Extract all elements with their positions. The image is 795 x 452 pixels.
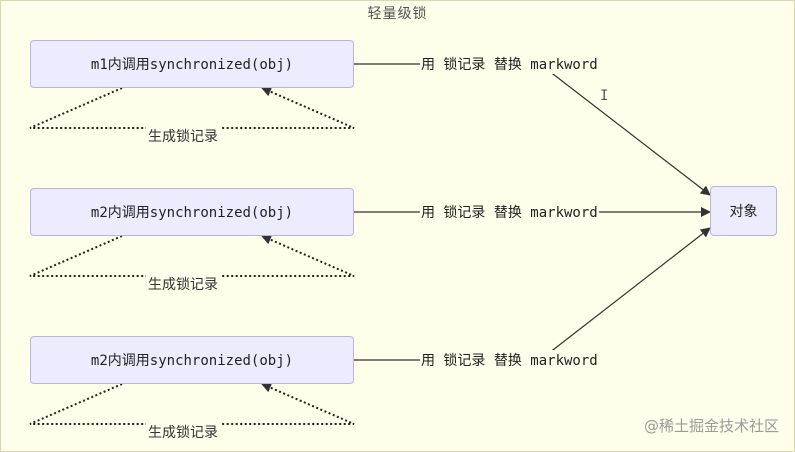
self-loop-2 [29,235,355,277]
text-cursor-icon: I [600,88,609,104]
loop-label-1: 生成锁记录 [146,126,220,146]
self-loop-1 [29,87,355,129]
edge-label-2: 用 锁记录 替换 markword [420,202,599,222]
loop-label-3: 生成锁记录 [146,422,220,442]
edge-call-3-to-object [354,227,711,361]
watermark: @稀土掘金技术社区 [643,417,779,435]
call-node-1: m1内调用synchronized(obj) [30,40,354,88]
loop-label-2: 生成锁记录 [146,274,220,294]
edge-label-3: 用 锁记录 替换 markword [420,350,599,370]
edge-call-1-to-object [354,63,711,196]
object-node: 对象 [710,186,777,236]
call-node-3: m2内调用synchronized(obj) [30,336,354,384]
self-loop-3 [29,383,355,425]
call-node-2: m2内调用synchronized(obj) [30,188,354,236]
diagram-title: 轻量级锁 [367,6,428,22]
edge-label-1: 用 锁记录 替换 markword [420,54,599,74]
